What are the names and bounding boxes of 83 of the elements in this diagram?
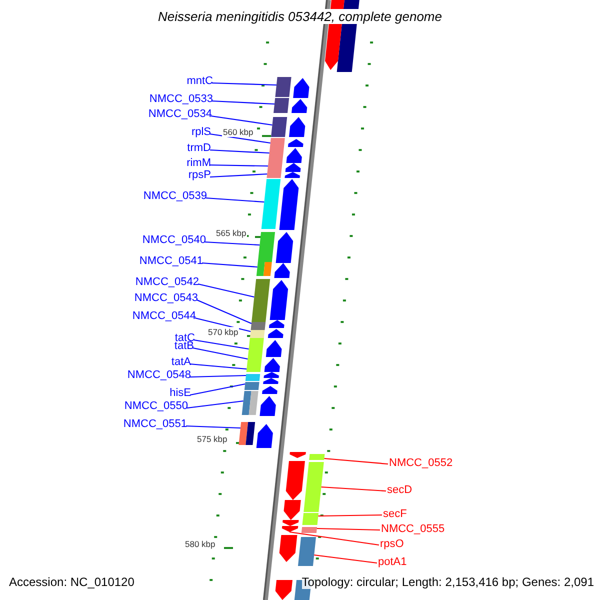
scale-label: 575 kbp (196, 434, 228, 444)
leader-line (190, 374, 246, 378)
gene-bar (282, 526, 298, 532)
gene-label: rimM (186, 157, 211, 170)
leader-line (321, 486, 386, 492)
scale-label: 570 kbp (207, 327, 240, 337)
gene-label: tatB (174, 340, 194, 353)
leader-line (210, 164, 268, 167)
gene-bar (250, 330, 265, 338)
gene-label: NMCC_0534 (148, 108, 212, 121)
gene-bar (261, 179, 281, 229)
leader-line (194, 339, 249, 350)
gene-label: potA1 (378, 556, 407, 569)
gene-label: NMCC_0540 (142, 234, 206, 247)
title: Neisseria meningitidis 053442, complete genome (156, 9, 444, 24)
gene-bar (258, 232, 276, 262)
gene-bar (271, 117, 288, 137)
genome-summary-text: Topology: circular; Length: 2,153,416 bp; Genes: 2,091 (302, 575, 594, 589)
scale-label: 580 kbp (184, 539, 216, 549)
gene-label: rpsO (380, 538, 404, 551)
leader-line (210, 149, 270, 154)
leader-line (186, 400, 244, 409)
accession-text: Accession: NC_010120 (9, 575, 134, 589)
gene-label: secF (383, 508, 407, 521)
leader-line (316, 528, 380, 531)
gene-bar (298, 537, 316, 566)
leader-line (194, 317, 251, 332)
gene-bar (248, 338, 264, 352)
leader-line (318, 514, 382, 517)
leader-line (202, 262, 258, 268)
gene-label: NMCC_0551 (123, 418, 187, 431)
scale-label: 560 kbp (222, 127, 254, 137)
leader-line (204, 241, 260, 246)
gene-label: NMCC_0544 (132, 310, 196, 323)
gene-bar (242, 391, 258, 415)
gene-label: mntC (186, 75, 213, 88)
gene-bar (268, 150, 284, 163)
gene-bar (245, 374, 260, 381)
gene-bar (270, 138, 285, 150)
gene-label: trmD (187, 142, 211, 155)
gene-bar (250, 322, 266, 330)
leader-line (206, 197, 264, 203)
gene-label: rplS (191, 126, 211, 139)
scale-label: 565 kbp (215, 228, 248, 238)
gene-label: NMCC_0555 (381, 523, 445, 536)
gene-bar (244, 382, 260, 390)
leader-line (210, 133, 270, 144)
leader-line (212, 100, 274, 105)
gene-label: NMCC_0542 (135, 276, 199, 289)
leader-line (186, 425, 240, 429)
gene-bar (274, 98, 290, 113)
gene-bar (252, 279, 270, 322)
gene-label: NMCC_0552 (389, 457, 453, 470)
gene-bar (266, 172, 282, 178)
leader-line (192, 347, 248, 360)
leader-line (190, 363, 247, 370)
leader-line (196, 300, 252, 324)
leader-line (198, 283, 254, 298)
gene-label: NMCC_0539 (143, 190, 207, 203)
gene-bar (267, 163, 282, 172)
gene-label: NMCC_0548 (127, 369, 191, 382)
gene-label: NMCC_0533 (149, 93, 213, 106)
leader-line (190, 383, 246, 396)
leader-line (314, 554, 378, 564)
gene-label: NMCC_0550 (124, 400, 188, 413)
leader-line (324, 458, 388, 465)
leader-line (210, 173, 268, 178)
gene-label: tatA (171, 356, 191, 369)
gene-bar (238, 422, 256, 445)
gene-bar (275, 77, 292, 97)
gene-bar (301, 527, 318, 533)
gene-label: hisE (170, 387, 191, 400)
leader-line (289, 531, 380, 546)
gene-bar (309, 454, 325, 460)
gene-bar (246, 366, 261, 372)
leader-line (212, 82, 276, 86)
gene-label: rpsP (188, 169, 211, 182)
leader-line (210, 115, 272, 126)
gene-label: secD (387, 484, 412, 497)
gene-label: NMCC_0541 (139, 255, 203, 268)
gene-bar (246, 352, 262, 366)
gene-label: NMCC_0543 (134, 292, 198, 305)
gene-bar (256, 262, 272, 276)
